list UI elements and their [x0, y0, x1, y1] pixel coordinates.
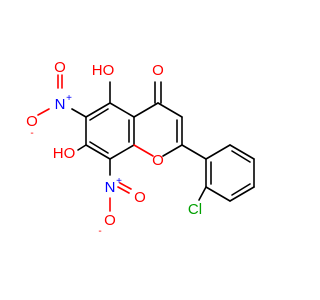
bond-c7-oh [77, 144, 87, 151]
hydroxyl-7-label: HO [53, 145, 76, 162]
ring-oxygen-label: O [152, 152, 164, 169]
bond-n8-o-right-a [119, 182, 132, 190]
ring-c-bonds [133, 81, 183, 157]
bond-c5p-c6p [229, 144, 255, 160]
bond-n8-o-right-b [117, 186, 130, 194]
molecule-structure: O O HO HO N + O O - N + O O - Cl [26, 59, 255, 237]
bond-c8a-c8 [109, 144, 135, 160]
bond-c2p-cl [198, 186, 207, 201]
nitro-6-nitrogen-charge: + [66, 93, 72, 104]
nitro-6-oxygen-top-label: O [54, 59, 66, 76]
bond-c3p-c4p-inner [231, 183, 251, 196]
chlorine-label: Cl [188, 201, 202, 218]
nitro-8-nitrogen-label: N [105, 179, 116, 196]
bond-c2-o1 [162, 144, 183, 157]
bond-c8-c7 [85, 144, 111, 160]
nitro-8-oxygen-right-label: O [134, 189, 146, 206]
bond-c6-n [71, 108, 87, 118]
bond-o1-c8a [133, 144, 154, 157]
bond-c8-c7-inner [89, 141, 109, 154]
bond-c5p-c6p-inner [231, 150, 251, 163]
ring-a-bonds [85, 102, 135, 160]
nitro-8-oxygen-bottom-label: O [104, 212, 116, 229]
carbonyl-oxygen-label: O [152, 62, 164, 79]
bond-c2p-c3p [205, 186, 231, 202]
bond-c3p-c4p [229, 186, 255, 202]
bond-c6p-c1p [205, 144, 231, 160]
bond-c2-c1p [181, 144, 207, 160]
bond-c6-c5 [85, 102, 111, 118]
nitro-6-nitrogen-label: N [55, 96, 66, 113]
nitro-6-oxygen-charge: - [30, 128, 33, 139]
bond-n6-o-left [37, 108, 50, 116]
bond-c5-c4a [109, 102, 135, 118]
bond-c4a-c4 [133, 102, 159, 118]
nitro-6-oxygen-left-label: O [26, 113, 38, 130]
bond-c4-c3 [157, 102, 183, 118]
atom-labels: O O HO HO N + O O - N + O O - Cl [26, 59, 202, 237]
nitro-8-oxygen-charge: - [98, 226, 101, 237]
ring-b-bonds [181, 144, 255, 202]
substituent-bonds [37, 74, 132, 212]
nitro-8-nitrogen-charge: + [116, 176, 122, 187]
hydroxyl-5-label: HO [92, 62, 115, 79]
bond-c6-c5-inner [89, 108, 109, 121]
